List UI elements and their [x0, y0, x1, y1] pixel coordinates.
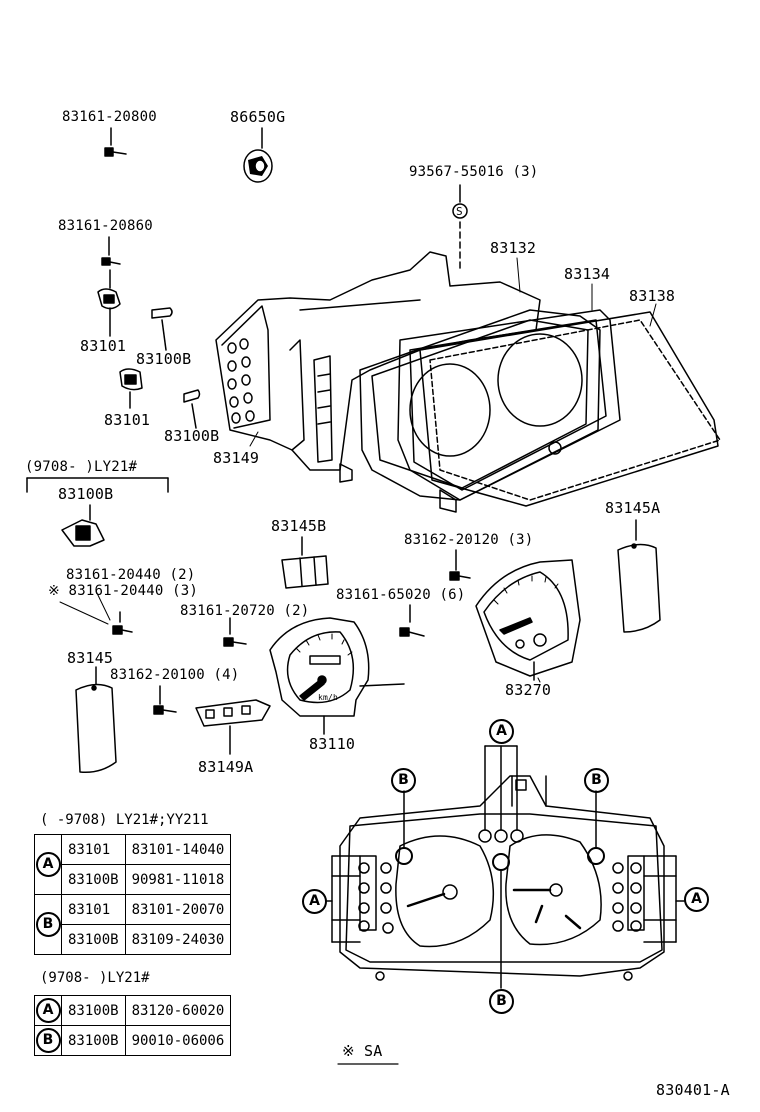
table1: A 83101 83101-14040 83100B 90981-11018 B… [34, 834, 232, 955]
table-cell-part: 83100B [61, 995, 126, 1026]
card-83145b-icon [281, 536, 329, 589]
part-label-83161-65020: 83161-65020 (6) [336, 587, 466, 603]
table-cell-number: 83101-20070 [124, 894, 232, 925]
bulb-83101-icon [119, 368, 143, 409]
part-label-83100b: 83100B [136, 350, 192, 368]
period-bracket [26, 477, 169, 493]
part-label-83161-20860: 83161-20860 [58, 218, 153, 234]
callout-a-top: A [489, 719, 514, 744]
table-row: A 83100B 83120-60020 [34, 995, 232, 1026]
part-label-83110: 83110 [309, 735, 356, 753]
callout-a-left: A [302, 889, 327, 914]
part-label-83100b: 83100B [164, 427, 220, 445]
table-row: 83100B 90981-11018 [35, 864, 232, 895]
part-label-83101: 83101 [104, 411, 151, 429]
part-label-83101: 83101 [80, 337, 127, 355]
table-mark-cell: A [34, 995, 62, 1026]
table-mark-cell: B [34, 894, 62, 955]
table-cell-part: 83101 [61, 894, 126, 925]
speedometer-unit-label: km/h [318, 693, 339, 702]
callout-a-right: A [684, 887, 709, 912]
part-label-83161-20720: 83161-20720 (2) [180, 603, 310, 619]
figure-id: 830401-A [656, 1081, 730, 1099]
cluster-assembly-front-icon [325, 745, 685, 989]
table-mark-a: A [35, 852, 61, 877]
housing-83149-icon [215, 251, 541, 483]
table-cell-part: 83101 [61, 834, 126, 865]
screw-83161-20860-icon [101, 236, 121, 266]
part-label-83162-20100: 83162-20100 (4) [110, 667, 240, 683]
table-cell-part: 83100B [61, 864, 126, 895]
part-label-83134: 83134 [564, 265, 611, 283]
table-cell-number: 83109-24030 [124, 924, 232, 955]
speedometer-83110-icon [269, 617, 405, 735]
part-label-83145b: 83145B [271, 517, 327, 535]
screw-83162-20100-icon [153, 685, 177, 715]
lens-83134-icon [397, 309, 621, 501]
board-83149a-icon [195, 699, 271, 755]
table-cell-number: 83101-14040 [124, 834, 232, 865]
part-label-83161-20440-2: 83161-20440 (2) [66, 567, 196, 583]
svg-text:S: S [456, 205, 463, 218]
screw-83161-20440-icon [112, 611, 133, 635]
table-cell-number: 83120-60020 [124, 995, 232, 1026]
table-row: B 83101 83101-20070 [34, 894, 232, 955]
table-mark-b: B [35, 912, 61, 937]
part-label-83149: 83149 [213, 449, 260, 467]
period-label-ly21: (9708- )LY21# [25, 459, 138, 475]
part-label-83145: 83145 [67, 649, 114, 667]
table-mark-a: A [35, 998, 61, 1023]
table-row: A 83101 83101-14040 [34, 834, 232, 895]
part-label-83162-20120: 83162-20120 (3) [404, 532, 534, 548]
part-label-83138: 83138 [629, 287, 676, 305]
table-cell-number: 90010-06006 [124, 1025, 232, 1056]
part-label-83149a: 83149A [198, 758, 254, 776]
screw-83162-20120-icon [449, 549, 471, 581]
table-row: B 83100B 90010-06006 [34, 1025, 232, 1056]
callout-b-left: B [391, 768, 416, 793]
table-mark-b: B [35, 1028, 61, 1053]
table-mark-cell: A [34, 834, 62, 895]
part-label-83161-20440-3: ※ 83161-20440 (3) [48, 583, 198, 599]
bulb-83100b-icon [61, 504, 105, 547]
socket-86650g-icon [243, 127, 273, 183]
bulb-83101-icon [97, 269, 121, 337]
callout-b-bottom: B [489, 989, 514, 1014]
part-label-83132: 83132 [490, 239, 537, 257]
callout-b-right: B [584, 768, 609, 793]
table1-header: ( -9708) LY21#;YY211 [40, 812, 209, 828]
bulb-83100b-icon [183, 389, 201, 429]
part-label-86650g: 86650G [230, 108, 286, 126]
table2-header: (9708- )LY21# [40, 970, 150, 986]
table-row: 83100B 83109-24030 [35, 924, 232, 955]
part-label-83270: 83270 [505, 681, 552, 699]
part-label-83161-20800: 83161-20800 [62, 109, 157, 125]
table-mark-cell: B [34, 1025, 62, 1056]
screw-83161-20720-icon [223, 617, 247, 647]
screw-83161-20800-icon [104, 127, 127, 157]
table-cell-number: 90981-11018 [124, 864, 232, 895]
tachometer-83270-icon [475, 559, 581, 681]
part-label-83145a: 83145A [605, 499, 661, 517]
glass-83138-icon [419, 311, 721, 507]
clip-93567-icon: S [452, 184, 468, 271]
note-sa: ※ SA [342, 1042, 383, 1060]
part-label-93567-55016: 93567-55016 (3) [409, 164, 539, 180]
table-cell-part: 83100B [61, 1025, 126, 1056]
part-label-83100b: 83100B [58, 485, 114, 503]
leader-lines [59, 257, 657, 683]
screw-83161-65020-icon [399, 604, 425, 637]
film-83145-icon [75, 666, 117, 774]
table-cell-part: 83100B [61, 924, 126, 955]
bulb-83100b-icon [151, 307, 173, 351]
table2: A 83100B 83120-60020 B 83100B 90010-0600… [34, 995, 232, 1056]
film-83145a-icon [617, 519, 661, 633]
